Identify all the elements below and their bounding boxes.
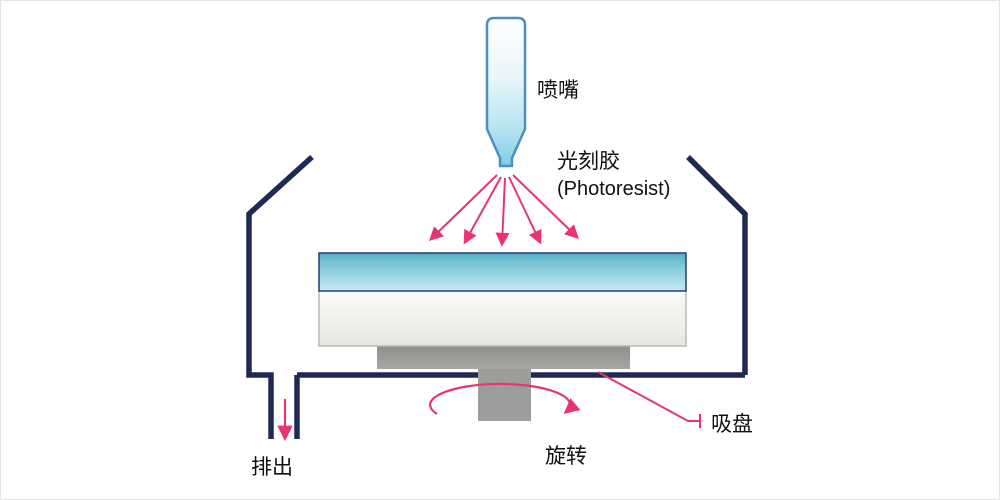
vacuum-chuck <box>377 346 630 421</box>
drain-label: 排出 <box>251 456 293 479</box>
photoresist-label-zh: 光刻胶 <box>557 150 620 173</box>
nozzle-label: 喷嘴 <box>537 79 579 102</box>
spray-arrows <box>428 174 580 247</box>
bowl-left-wall <box>246 154 314 439</box>
chuck-label: 吸盘 <box>711 413 753 436</box>
rotation-label: 旋转 <box>545 445 587 468</box>
chuck-stem <box>478 367 531 421</box>
wafer <box>318 289 687 347</box>
nozzle <box>485 16 527 168</box>
photoresist-label-en: (Photoresist) <box>557 178 670 200</box>
bowl-right-wall <box>686 155 748 375</box>
chuck-plate <box>377 346 630 369</box>
rotation-arrow <box>429 382 581 415</box>
chuck-callout-line <box>597 371 701 428</box>
photoresist-layer <box>318 252 687 292</box>
